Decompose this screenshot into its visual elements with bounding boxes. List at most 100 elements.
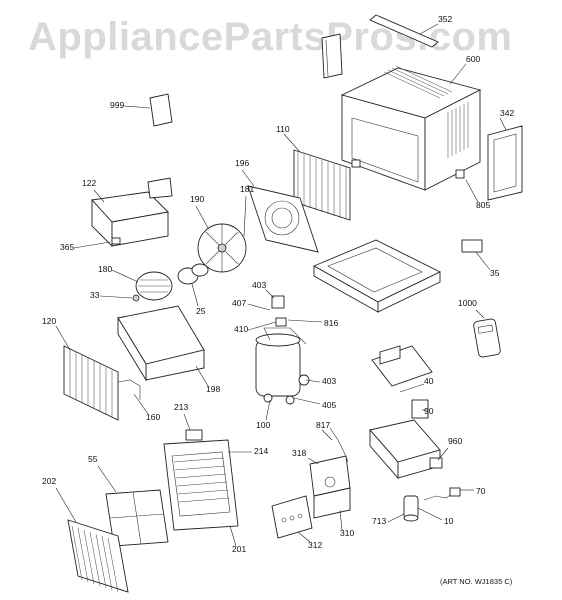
callout-leader-line	[293, 397, 321, 405]
evaporator-coil	[63, 345, 141, 421]
switch-bracket	[309, 455, 351, 519]
callout-leader-line	[465, 179, 479, 203]
condenser-grille	[293, 149, 351, 221]
louver-clip	[185, 429, 203, 441]
callout-leader-line	[475, 251, 491, 271]
callout-label-100: 100	[256, 420, 270, 430]
callout-label-40: 40	[424, 376, 434, 386]
callout-leader-line	[339, 509, 343, 531]
callout-leader-line	[195, 205, 209, 229]
callout-label-160: 160	[146, 412, 160, 422]
callout-label-405: 405	[322, 400, 336, 410]
cabinet-case	[340, 65, 482, 191]
callout-label-25: 25	[196, 306, 206, 316]
callout-label-33: 33	[90, 290, 100, 300]
front-grille	[163, 439, 239, 531]
mounting-clip	[351, 159, 361, 168]
callout-leader-line	[387, 513, 405, 523]
callout-label-403a: 403	[252, 280, 266, 290]
air-filter	[105, 489, 169, 547]
mounting-clip	[111, 237, 121, 245]
callout-label-410: 410	[234, 324, 248, 334]
callout-label-213: 213	[174, 402, 188, 412]
callout-label-407: 407	[232, 298, 246, 308]
watermark-text: AppliancePartsPros.com	[28, 15, 513, 59]
owners-manual-sheet	[149, 93, 173, 127]
callout-leader-line	[475, 309, 485, 319]
callout-label-196: 196	[235, 158, 249, 168]
callout-leader-line	[55, 325, 71, 351]
callout-label-310: 310	[340, 528, 354, 538]
callout-leader-line	[55, 487, 77, 523]
callout-leader-line	[417, 507, 443, 521]
front-panel	[67, 519, 129, 593]
window-top-channel	[321, 14, 439, 79]
callout-label-55: 55	[88, 454, 98, 464]
blower-wheel	[135, 271, 173, 301]
callout-label-318: 318	[292, 448, 306, 458]
accumulator-fittings	[263, 295, 307, 345]
callout-leader-line	[97, 465, 117, 493]
fan-motor	[177, 263, 209, 285]
base-pan	[312, 239, 442, 313]
mounting-clip	[455, 169, 465, 179]
drain-tray	[117, 305, 205, 382]
callout-label-365: 365	[60, 242, 74, 252]
callout-label-202: 202	[42, 476, 56, 486]
callout-leader-line	[321, 429, 333, 441]
callout-leader-line	[265, 399, 271, 421]
callout-leader-line	[99, 295, 133, 299]
control-panel-overlay	[271, 495, 313, 539]
callout-leader-line	[287, 319, 323, 323]
callout-leader-line	[111, 269, 139, 283]
compressor	[255, 333, 310, 405]
callout-leader-line	[191, 283, 199, 307]
callout-label-122: 122	[82, 178, 96, 188]
callout-leader-line	[195, 365, 209, 387]
callout-leader-line	[305, 379, 321, 383]
run-capacitor	[403, 495, 419, 522]
callout-label-181: 181	[240, 184, 254, 194]
callout-leader-line	[123, 105, 151, 109]
callout-leader-line	[297, 531, 311, 543]
callout-leader-line	[247, 321, 277, 331]
callout-label-342: 342	[500, 108, 514, 118]
callout-label-312: 312	[308, 540, 322, 550]
callout-label-120: 120	[42, 316, 56, 326]
callout-label-816: 816	[324, 318, 338, 328]
blower-housing	[91, 177, 173, 248]
art-number: (ART NO. WJ1835 C)	[440, 577, 513, 586]
control-box	[369, 345, 443, 480]
callout-leader-line	[419, 23, 439, 35]
callout-leader-line	[229, 525, 237, 547]
callout-label-999: 999	[110, 100, 124, 110]
fan-shroud	[247, 185, 319, 253]
callout-leader-line	[247, 303, 271, 311]
callout-label-817: 817	[316, 420, 330, 430]
side-curtain-frame	[487, 125, 523, 201]
callout-label-960: 960	[448, 436, 462, 446]
callout-leader-line	[499, 117, 507, 131]
callout-leader-line	[265, 289, 275, 299]
callout-label-180: 180	[98, 264, 112, 274]
callout-leader-line	[73, 241, 111, 249]
callout-label-201: 201	[232, 544, 246, 554]
callout-leader-line	[243, 195, 247, 237]
callout-leader-line	[183, 413, 191, 431]
power-cord	[423, 487, 461, 501]
callout-label-198: 198	[206, 384, 220, 394]
callout-label-713: 713	[372, 516, 386, 526]
callout-leader-line	[449, 63, 467, 85]
callout-label-190: 190	[190, 194, 204, 204]
control-part	[461, 239, 483, 253]
condenser-fan-blade	[197, 223, 247, 273]
callout-label-1000: 1000	[458, 298, 477, 308]
callout-leader-line	[93, 189, 105, 203]
callout-label-352: 352	[438, 14, 452, 24]
callout-label-110: 110	[276, 124, 290, 134]
callout-label-90: 90	[424, 406, 434, 416]
clamp	[132, 294, 140, 302]
capacitor-bracket	[411, 399, 429, 419]
callout-label-10: 10	[444, 516, 454, 526]
